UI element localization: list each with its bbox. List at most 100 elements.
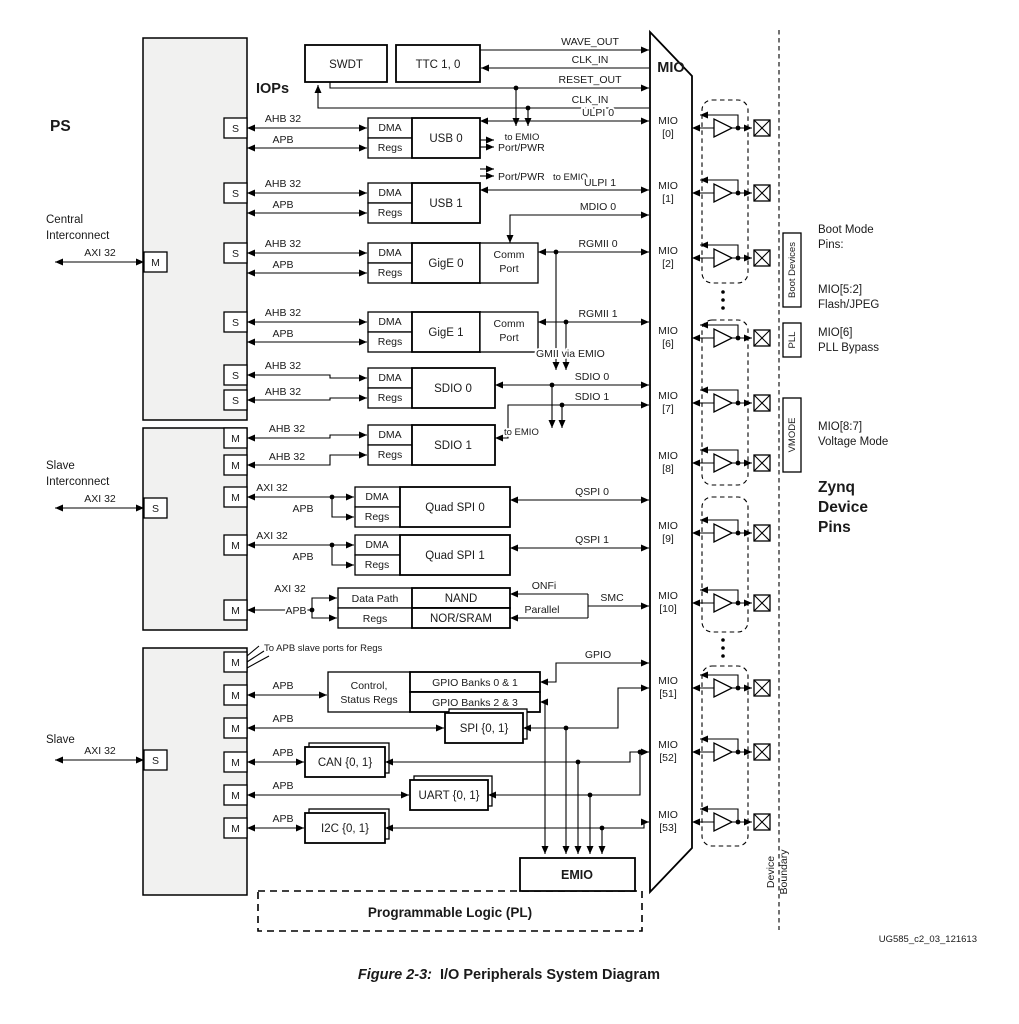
gige1-comm-label-2: Port — [499, 332, 518, 344]
gige1-dma-label: DMA — [378, 316, 401, 328]
port-s-slave-int-label: S — [152, 503, 159, 515]
mio8-label-2: [8] — [662, 463, 674, 475]
buffer-group-4 — [701, 665, 749, 847]
zynq-pins-label-3: Pins — [818, 519, 851, 536]
pin-row-mio7 — [692, 390, 770, 412]
apb-uart: APB — [272, 780, 293, 792]
wire-smc-apb — [311, 610, 337, 622]
iops-title: IOPs — [256, 81, 289, 97]
gige0-label: GigE 0 — [428, 258, 463, 270]
qspi0-label: Quad SPI 0 — [425, 502, 484, 514]
gige1-regs-label: Regs — [378, 336, 403, 348]
uart-box — [409, 779, 489, 811]
wire-spi-mio — [523, 684, 649, 732]
port-m-apb-regs-label: M — [231, 657, 240, 669]
port-m-can-label: M — [231, 757, 240, 769]
ahb32-gige1: AHB 32 — [265, 307, 301, 319]
axi32-label-central: AXI 32 — [84, 247, 116, 259]
sdio1-label: SDIO 1 — [434, 440, 472, 452]
gige0-regs-label: Regs — [378, 267, 403, 279]
uart-label: UART {0, 1} — [419, 790, 480, 802]
mio0-label-1: MIO — [658, 115, 678, 127]
mio2-label-1: MIO — [658, 245, 678, 257]
mdio0-label: MDIO 0 — [580, 201, 616, 213]
to-emio-label-usb1: to EMIO — [553, 172, 588, 183]
gpio-sig-label: GPIO — [585, 649, 611, 661]
mio52-range-label: MIO[5:2] — [818, 284, 862, 296]
pin-row-mio52 — [692, 739, 770, 761]
ttc-label: TTC 1, 0 — [416, 59, 461, 71]
gige0-comm-label-1: Comm — [494, 249, 525, 261]
gige0-box — [411, 242, 481, 284]
mio-pin-rows — [692, 99, 770, 847]
ulpi0-label: ULPI 0 — [582, 107, 614, 119]
wire-apb-fanout — [246, 645, 270, 669]
vmode-box — [782, 397, 802, 473]
boot-mode-pins-label-2: Pins: — [818, 239, 844, 251]
qspi1-dma-label: DMA — [365, 539, 388, 551]
port-s-gige0-label: S — [232, 248, 239, 260]
axi32-label-slave-int: AXI 32 — [84, 493, 116, 505]
buffer-group-2 — [701, 319, 749, 486]
apb-gige0: APB — [272, 259, 293, 271]
sdio1-regs-label: Regs — [378, 449, 403, 461]
can-label: CAN {0, 1} — [318, 757, 372, 769]
mio53-label-1: MIO — [658, 809, 678, 821]
port-m-uart-label: M — [231, 790, 240, 802]
qspi0-sig-label: QSPI 0 — [575, 486, 609, 498]
sdio0-box — [411, 367, 496, 409]
buffer-group-3 — [701, 496, 749, 633]
gige0-dma-label: DMA — [378, 247, 401, 259]
qspi1-label: Quad SPI 1 — [425, 550, 484, 562]
wire-reset-out — [329, 82, 649, 92]
ellipsis-dots — [721, 290, 725, 658]
usb1-label: USB 1 — [429, 198, 462, 210]
reset-out-label: RESET_OUT — [558, 74, 622, 86]
slave-interconnect-label-2: Interconnect — [46, 476, 110, 488]
smc-label: SMC — [600, 592, 624, 604]
qspi0-box — [399, 486, 511, 528]
iop-blocks — [257, 44, 643, 932]
pin-row-mio8 — [692, 450, 770, 472]
boot-devices-label: Boot Devices — [787, 242, 798, 298]
qspi1-sig-label: QSPI 1 — [575, 534, 609, 546]
usb1-regs-label: Regs — [378, 207, 403, 219]
sdio1-sig-label: SDIO 1 — [575, 391, 610, 403]
emio-box — [519, 857, 636, 892]
usb1-box — [411, 182, 481, 224]
apb-can: APB — [272, 747, 293, 759]
figure-title: I/O Peripherals System Diagram — [440, 967, 660, 983]
pin-row-mio2 — [692, 245, 770, 267]
ttc-box — [395, 44, 481, 83]
sdio0-dma-label: DMA — [378, 372, 401, 384]
gpio-banks23-label: GPIO Banks 2 & 3 — [432, 697, 518, 709]
ahb32-usb0: AHB 32 — [265, 113, 301, 125]
slave-interconnect-label-1: Slave — [46, 460, 75, 472]
qspi0-regs-label: Regs — [365, 511, 390, 523]
wire-clkin-swdt — [314, 85, 649, 109]
apb-qspi0: APB — [292, 503, 313, 515]
apb-qspi1: APB — [292, 551, 313, 563]
onfi-label: ONFi — [532, 580, 557, 592]
slave-label: Slave — [46, 734, 75, 746]
mio51-label-2: [51] — [659, 688, 677, 700]
pll-box — [782, 322, 802, 358]
labels: PS Central Interconnect AXI 32 Slave Int… — [46, 34, 977, 983]
swdt-box — [304, 44, 388, 83]
mio7-label-1: MIO — [658, 390, 678, 402]
gige0-comm-label-2: Port — [499, 263, 518, 275]
to-emio-label-top: to EMIO — [505, 132, 540, 143]
port-m-qspi1-label: M — [231, 540, 240, 552]
pin-row-mio9 — [692, 520, 770, 542]
sdio0-regs-label: Regs — [378, 392, 403, 404]
usb0-box — [411, 117, 481, 159]
port-pwr-label-usb1: Port/PWR — [498, 171, 545, 183]
usb0-label: USB 0 — [429, 133, 462, 145]
wire-ahb-sdio1-regs — [247, 451, 367, 469]
port-s-gige1-label: S — [232, 317, 239, 329]
ahb32-sdio1: AHB 32 — [269, 423, 305, 435]
smc-datapath-label: Data Path — [352, 593, 399, 605]
mio6-label-1: MIO — [658, 325, 678, 337]
wire-sdio1-sig — [495, 401, 649, 442]
